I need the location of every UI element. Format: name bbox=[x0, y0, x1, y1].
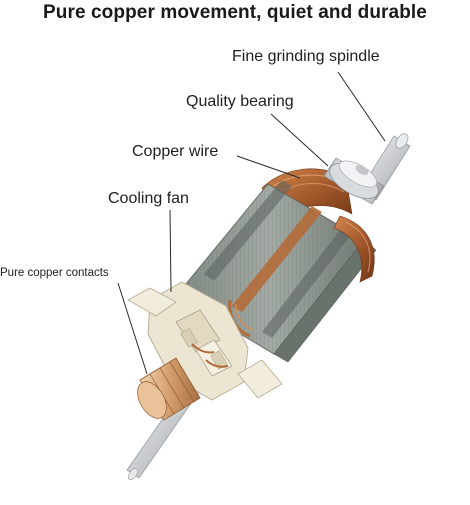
label-cooling-fan: Cooling fan bbox=[108, 190, 189, 207]
copper-contacts bbox=[137, 357, 201, 421]
leader-bearing bbox=[270, 113, 329, 167]
leader-cooling-fan bbox=[169, 209, 172, 293]
label-pure-copper-contacts: Pure copper contacts bbox=[0, 267, 109, 279]
label-copper-wire: Copper wire bbox=[132, 143, 219, 160]
label-quality-bearing: Quality bearing bbox=[186, 93, 294, 110]
leader-spindle bbox=[337, 71, 386, 142]
leader-lines bbox=[117, 71, 386, 375]
page-title: Pure copper movement, quiet and durable bbox=[43, 2, 427, 23]
leader-copper-wire bbox=[236, 155, 301, 179]
bearing bbox=[323, 157, 385, 205]
leader-contacts bbox=[117, 282, 148, 375]
label-fine-grinding-spindle: Fine grinding spindle bbox=[232, 48, 380, 65]
